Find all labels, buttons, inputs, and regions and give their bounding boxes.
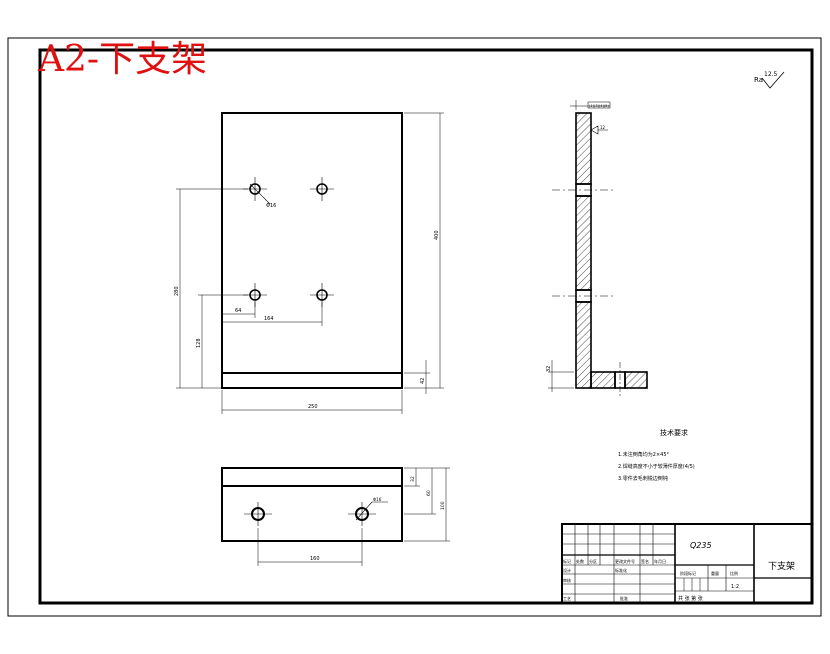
side-plate-lower — [575, 301, 592, 389]
bottom-dim-h1: 32 — [410, 476, 416, 482]
outer-border — [7, 37, 822, 617]
title-block-text: Q235 下支架 处数 分区 更改文件号 签名 年月日 标记 设计 审核 工艺 … — [563, 541, 795, 602]
note-item: 2.焊缝高度不小于较薄件厚度(4/5) — [618, 463, 695, 470]
bottom-dim-h2: 60 — [426, 490, 432, 496]
notes-title: 技术要求 — [660, 428, 688, 437]
inner-frame — [38, 48, 814, 605]
hole — [244, 502, 272, 526]
sheet-title: A2-下支架 — [38, 39, 208, 80]
standard-label: 标准化 — [615, 567, 627, 573]
stage-label: 阶段标记 — [680, 570, 696, 576]
bottom-plate — [221, 467, 403, 542]
hole — [348, 502, 376, 526]
dim-vert-lower: 128 — [196, 338, 202, 348]
side-base-label: 32 — [546, 366, 552, 372]
dim-base: 42 — [420, 378, 426, 384]
dim-hole-dx1: 64 — [235, 308, 241, 314]
roughness-value: 12.5 — [764, 71, 778, 78]
approve-label: 批准 — [620, 595, 628, 601]
row-label: 工艺 — [563, 596, 571, 601]
col-header: 签名 — [641, 558, 649, 564]
dim-hole-dx2: 164 — [264, 316, 274, 322]
col-header: 年月日 — [654, 558, 666, 564]
dim-width: 250 — [308, 404, 318, 410]
bottom-hole-label: Φ16 — [373, 497, 382, 502]
side-view: (1)(3)(4)(5) 12 32 — [546, 100, 648, 396]
dim-height: 400 — [434, 230, 440, 240]
side-weld-label: 12 — [600, 125, 606, 130]
title-block — [561, 523, 813, 604]
technical-notes: 技术要求 1.未注倒角均为2×45° 2.焊缝高度不小于较薄件厚度(4/5) 3… — [618, 428, 695, 482]
side-base-end — [624, 371, 648, 389]
col-header: 更改文件号 — [615, 558, 635, 564]
dim-vert-upper: 280 — [174, 286, 180, 296]
bottom-dim-total: 100 — [440, 501, 446, 510]
material-label: Q235 — [690, 541, 712, 550]
row-label: 标记 — [563, 558, 571, 564]
side-thickness-label: (1)(3)(4)(5) — [589, 104, 609, 108]
hole-diameter-label: Φ16 — [266, 203, 276, 209]
side-plate-mid — [575, 195, 592, 291]
col-header: 分区 — [589, 558, 597, 564]
scale-label: 比例 — [730, 570, 738, 576]
roughness-label: Ra — [754, 76, 763, 84]
row-label: 审核 — [563, 577, 571, 583]
bottom-dim-span: 160 — [310, 556, 320, 562]
roughness-symbol: Ra 12.5 — [754, 71, 785, 89]
sheets-label: 共 张 第 张 — [678, 595, 703, 602]
front-plate — [221, 112, 403, 374]
part-name: 下支架 — [768, 560, 795, 572]
hole — [310, 177, 334, 201]
scale-value: 1:2 — [731, 584, 739, 590]
side-plate-upper — [575, 112, 592, 185]
side-base — [590, 371, 616, 389]
row-label: 设计 — [563, 567, 571, 573]
note-item: 3.零件去毛刺锐边倒钝 — [618, 475, 668, 482]
front-base — [221, 372, 403, 389]
col-header: 处数 — [576, 558, 584, 564]
bottom-view: Φ16 160 32 60 100 — [221, 467, 450, 566]
note-item: 1.未注倒角均为2×45° — [618, 451, 670, 458]
weight-label: 重量 — [711, 570, 719, 576]
front-view: Φ16 250 400 42 280 128 64 164 — [174, 112, 444, 414]
